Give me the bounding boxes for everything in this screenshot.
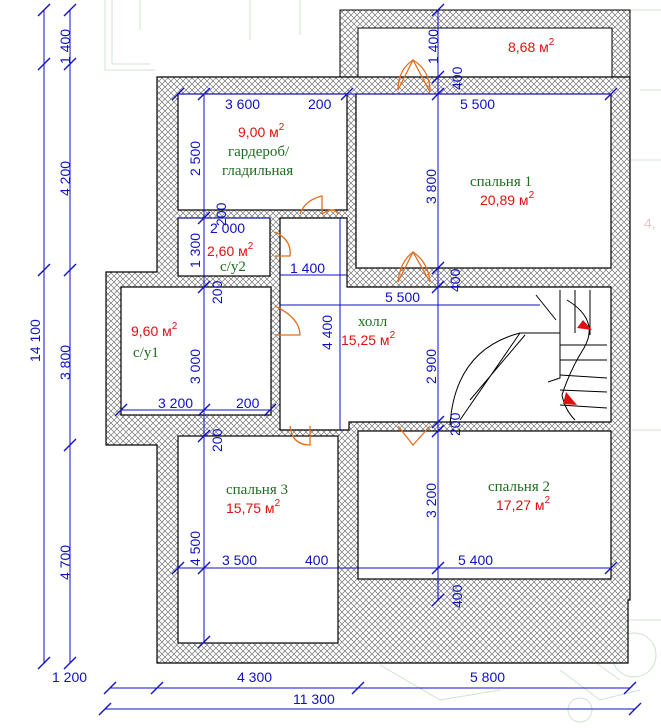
wc1-area: 9,60 м2 [131,321,178,339]
dim-w-5400: 5 400 [458,552,493,568]
dim-v-4500: 4 500 [187,531,203,566]
dim-top-1400: 1 400 [425,29,441,64]
dim-bottom-1200: 1 200 [52,669,87,685]
dim-w-1400: 1 400 [290,260,325,276]
terrace-area: 8,68 м2 [508,37,555,55]
staircase [449,290,608,426]
room-bedroom3 [177,435,339,644]
hall-area: 15,25 м2 [341,330,396,348]
bedroom1-name: спальня 1 [470,174,532,190]
dim-bottom-5800: 5 800 [470,669,505,685]
dim-w-5500b: 5 500 [385,289,420,305]
dim-w-3200: 3 200 [158,395,193,411]
bedroom1-area: 20,89 м2 [480,190,535,208]
wardrobe-area: 9,00 м2 [238,122,285,140]
dim-v-3000: 3 000 [187,349,203,384]
dim-left-3800: 3 800 [57,345,73,380]
dim-left-4700: 4 700 [57,545,73,580]
dimension-lines [43,10,635,710]
room-hall [279,217,612,431]
dim-v-200d: 200 [447,412,463,436]
bedroom2-area: 17,27 м2 [496,495,551,513]
background-fragments [104,0,661,723]
dim-w-2000: 2 000 [210,220,245,236]
dim-v-400b: 400 [449,584,465,608]
hall-name: холл [358,314,388,330]
room-wc1 [120,286,272,416]
dim-v-200a: 200 [213,202,229,226]
dim-w-200b: 200 [236,395,260,411]
dim-left-14100: 14 100 [27,319,43,362]
dim-v-2900: 2 900 [423,349,439,384]
wardrobe-name-line2: гладильная [222,163,293,179]
terrace [339,9,631,78]
dim-w-3600: 3 600 [225,96,260,112]
dim-v-2500: 2 500 [187,141,203,176]
doors [274,58,431,447]
room-wardrobe [177,93,348,211]
bedroom3-name: спальня 3 [226,482,288,498]
room-bedroom1 [355,93,612,269]
dim-w-3500: 3 500 [222,552,257,568]
wc2-area: 2,60 м2 [207,241,254,259]
wc2-name: с/у2 [220,259,246,275]
dim-top-400: 400 [449,66,465,90]
room-bedroom2 [357,430,612,580]
bedroom2-name: спальня 2 [488,479,550,495]
dimension-ticks [37,3,642,716]
dim-w-400: 400 [305,552,329,568]
dim-v-200b: 200 [209,280,225,304]
room-wc2 [177,217,271,277]
dim-left-1400: 1 400 [57,29,73,64]
dim-v-4400: 4 400 [319,315,335,350]
dim-w-5500a: 5 500 [460,96,495,112]
dim-v-3800: 3 800 [423,169,439,204]
bedroom3-area: 15,75 м2 [226,498,281,516]
dim-left-4200: 4 200 [57,161,73,196]
dim-w-200a: 200 [308,96,332,112]
wardrobe-name-line1: гардероб/ [228,144,290,160]
dim-v-200c: 200 [209,428,225,452]
dim-bottom-11300: 11 300 [293,691,335,707]
wc1-name: с/у1 [133,345,159,361]
dim-bottom-4300: 4 300 [237,669,272,685]
dim-v-400a: 400 [447,268,463,292]
neighbour-area-fragment: 4, [644,215,656,231]
dim-v-3200: 3 200 [423,483,439,518]
dim-v-1300: 1 300 [187,233,203,268]
